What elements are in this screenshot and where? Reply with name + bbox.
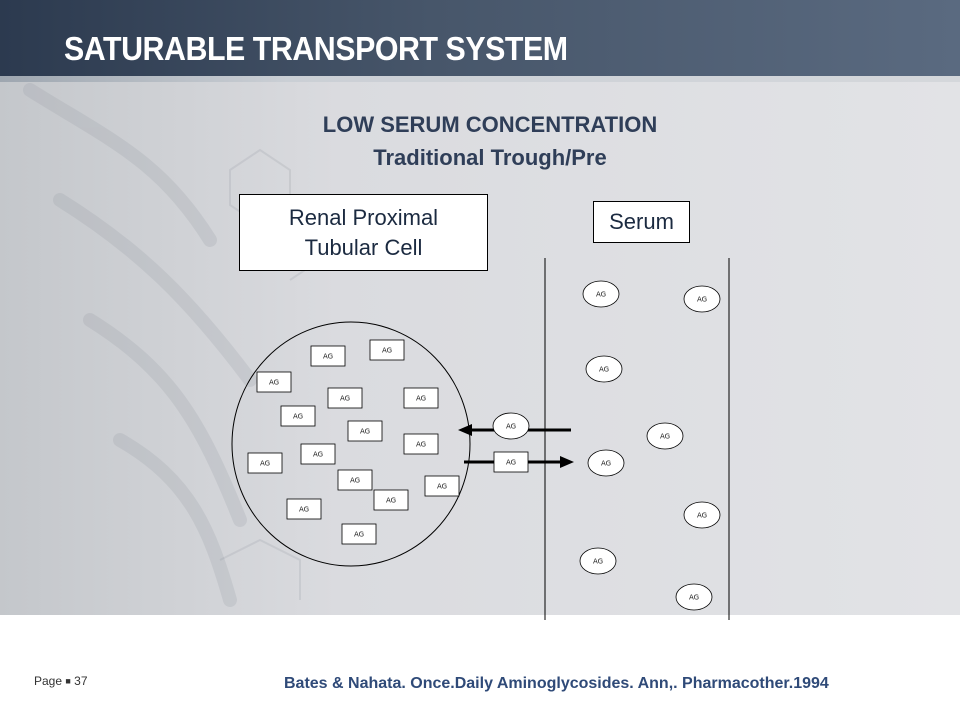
citation: Bates & Nahata. Once.Daily Aminoglycosid… bbox=[284, 675, 829, 692]
cell-ag-molecule-label: AG bbox=[382, 347, 392, 355]
serum-ag-molecule-label: AG bbox=[601, 460, 611, 468]
serum-ag-molecule bbox=[675, 583, 713, 611]
heading-line-2: Traditional Trough/Pre bbox=[373, 145, 607, 170]
transport-ag-molecule-label: AG bbox=[506, 459, 516, 467]
serum-ag-molecule-label: AG bbox=[660, 433, 670, 441]
cell-ag-molecule-label: AG bbox=[437, 483, 447, 491]
cell-ag-molecule-label: AG bbox=[269, 379, 279, 387]
serum-label: Serum bbox=[609, 209, 674, 234]
serum-ag-molecule-label: AG bbox=[596, 291, 606, 299]
cell-ag-molecule bbox=[341, 523, 377, 545]
serum-ag-molecule-label: AG bbox=[593, 558, 603, 566]
cell-ag-molecule-label: AG bbox=[386, 497, 396, 505]
cell-ag-molecule-label: AG bbox=[354, 531, 364, 539]
serum-ag-molecule-label: AG bbox=[689, 594, 699, 602]
cell-ag-molecule bbox=[247, 452, 283, 474]
serum-ag-molecule bbox=[579, 547, 617, 575]
serum-ag-molecule-label: AG bbox=[697, 512, 707, 520]
cell-ag-molecule-label: AG bbox=[260, 460, 270, 468]
cell-ag-molecule-label: AG bbox=[340, 395, 350, 403]
cell-ag-molecule-label: AG bbox=[416, 395, 426, 403]
transport-ag-molecule bbox=[492, 412, 530, 440]
cell-label-box: Renal Proximal Tubular Cell bbox=[239, 194, 488, 271]
page-number: Page ■ 37 bbox=[34, 674, 88, 688]
cell-ag-molecule-label: AG bbox=[299, 506, 309, 514]
slide-title: SATURABLE TRANSPORT SYSTEM bbox=[64, 30, 568, 67]
transport-ag-molecule bbox=[493, 451, 529, 473]
bullet-icon: ■ bbox=[65, 676, 71, 686]
cell-ag-molecule bbox=[347, 420, 383, 442]
serum-ag-molecule bbox=[585, 355, 623, 383]
cell-ag-molecule bbox=[403, 433, 439, 455]
serum-ag-molecule bbox=[646, 422, 684, 450]
cell-ag-molecule bbox=[373, 489, 409, 511]
cell-ag-molecule bbox=[337, 469, 373, 491]
page-number-value: 37 bbox=[74, 674, 88, 688]
serum-label-box: Serum bbox=[593, 201, 690, 243]
transport-ag-molecule-label: AG bbox=[506, 423, 516, 431]
serum-ag-molecule-label: AG bbox=[599, 366, 609, 374]
cell-ag-molecule bbox=[310, 345, 346, 367]
cell-ag-molecule bbox=[300, 443, 336, 465]
cell-ag-molecule bbox=[256, 371, 292, 393]
cell-ag-molecule-label: AG bbox=[313, 451, 323, 459]
cell-ag-molecule bbox=[280, 405, 316, 427]
page-prefix: Page bbox=[34, 674, 63, 688]
cell-circle bbox=[231, 321, 471, 567]
serum-ag-molecule bbox=[582, 280, 620, 308]
serum-ag-molecule bbox=[683, 285, 721, 313]
serum-ag-molecule bbox=[683, 501, 721, 529]
cell-ag-molecule bbox=[369, 339, 405, 361]
cell-ag-molecule-label: AG bbox=[323, 353, 333, 361]
cell-ag-molecule bbox=[424, 475, 460, 497]
cell-ag-molecule bbox=[286, 498, 322, 520]
serum-ag-molecule bbox=[587, 449, 625, 477]
serum-ag-molecule-label: AG bbox=[697, 296, 707, 304]
cell-ag-molecule-label: AG bbox=[416, 441, 426, 449]
cell-ag-molecule-label: AG bbox=[350, 477, 360, 485]
heading-line-1: LOW SERUM CONCENTRATION bbox=[322, 112, 658, 137]
cell-ag-molecule bbox=[403, 387, 439, 409]
cell-ag-molecule bbox=[327, 387, 363, 409]
cell-ag-molecule-label: AG bbox=[360, 428, 370, 436]
cell-label: Renal Proximal Tubular Cell bbox=[288, 205, 439, 260]
cell-ag-molecule-label: AG bbox=[293, 413, 303, 421]
